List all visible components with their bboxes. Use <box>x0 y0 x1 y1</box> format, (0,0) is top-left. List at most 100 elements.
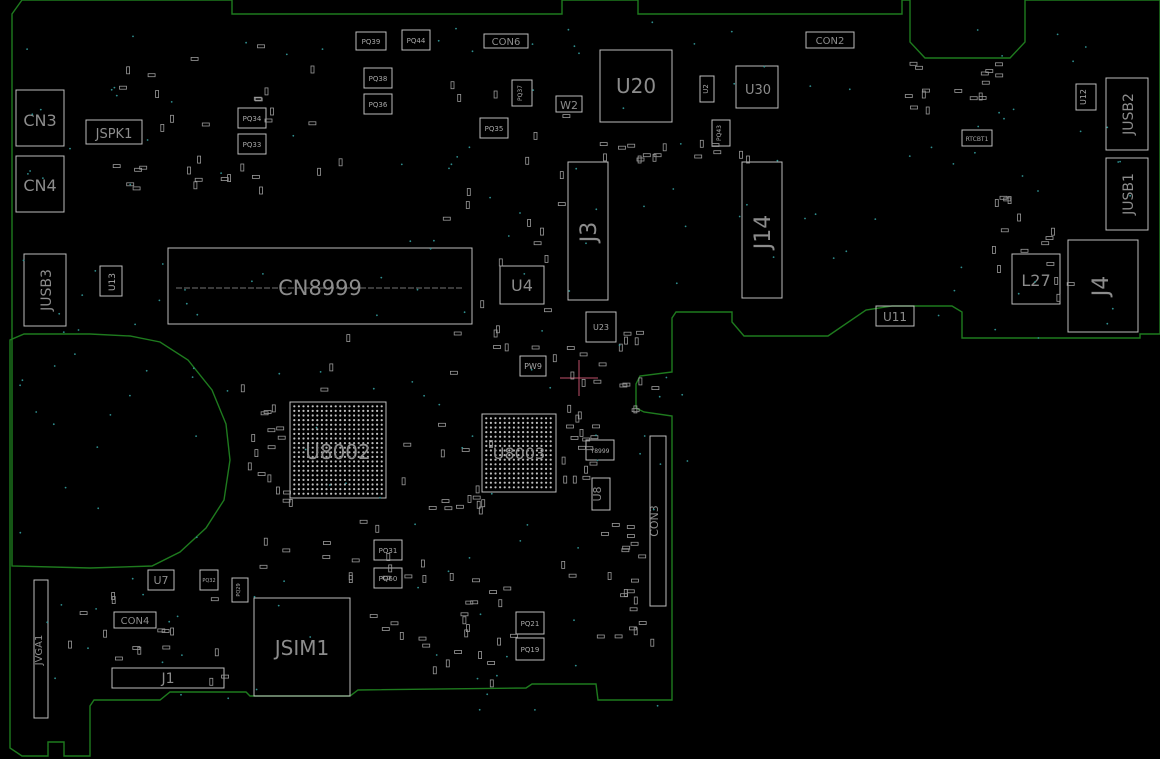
pq43-label: PQ43 <box>716 125 723 141</box>
rtcbt1-label: RTCBT1 <box>966 136 989 143</box>
w2-label: W2 <box>560 99 578 112</box>
pq29-label: PQ29 <box>236 583 242 596</box>
u23-chip[interactable] <box>585 311 617 343</box>
u8-label: U8 <box>591 486 604 501</box>
u8003-label: U8003 <box>493 444 545 463</box>
u8003-chip[interactable] <box>481 413 557 493</box>
pq31-label: PQ31 <box>379 547 398 555</box>
jspk1-label: JSPK1 <box>95 127 133 142</box>
pq29-part[interactable] <box>231 577 249 603</box>
pq38-part[interactable] <box>363 67 393 89</box>
jusb3-connector[interactable] <box>23 253 67 327</box>
pq21-part[interactable] <box>515 611 545 635</box>
jusb1-connector[interactable] <box>1105 157 1149 231</box>
u7-chip[interactable] <box>147 569 175 591</box>
cn4-label: CN4 <box>23 176 56 195</box>
jusb1-label: JUSB1 <box>1121 173 1137 216</box>
pq44-part[interactable] <box>401 29 431 51</box>
cn8999-label: CN8999 <box>278 276 362 300</box>
pw9-part[interactable] <box>519 355 547 377</box>
con4-connector[interactable] <box>113 611 157 629</box>
u8002-chip[interactable] <box>289 401 387 499</box>
u4-label: U4 <box>511 276 533 295</box>
jvga1-label: JVGA1 <box>34 635 45 667</box>
u8-chip[interactable] <box>591 477 611 511</box>
via-dots <box>19 21 1131 711</box>
j4-connector[interactable] <box>1067 239 1139 333</box>
jvga1-connector[interactable] <box>33 579 49 719</box>
u20-chip[interactable] <box>599 49 673 123</box>
u2-label: U2 <box>702 84 710 94</box>
pq44-label: PQ44 <box>407 37 426 45</box>
pq60-part[interactable] <box>373 567 403 589</box>
jspk1-connector[interactable] <box>85 119 143 145</box>
pq34-part[interactable] <box>237 107 267 129</box>
u8002-ball-grid <box>293 405 383 495</box>
u7-label: U7 <box>153 574 168 587</box>
l27-inductor[interactable] <box>1011 253 1061 305</box>
con6-label: CON6 <box>492 37 521 48</box>
u20-label: U20 <box>616 74 656 98</box>
pq39-part[interactable] <box>355 31 387 51</box>
y8999-label: Y8999 <box>590 448 610 455</box>
jusb3-label: JUSB3 <box>39 269 55 312</box>
cn4-connector[interactable] <box>15 155 65 213</box>
j14-connector[interactable] <box>741 161 783 299</box>
pw9-label: PW9 <box>524 362 542 371</box>
u12-label: U12 <box>1079 89 1088 105</box>
smd-passives <box>68 44 1075 688</box>
pq43-part[interactable] <box>711 119 731 147</box>
con3-connector[interactable] <box>649 435 667 607</box>
rtcbt1-part[interactable] <box>961 129 993 147</box>
j14-label: J14 <box>751 215 776 251</box>
con4-label: CON4 <box>121 616 150 627</box>
pq35-label: PQ35 <box>485 125 504 133</box>
cn3-label: CN3 <box>23 111 56 130</box>
pq37-part[interactable] <box>511 79 533 107</box>
pq36-part[interactable] <box>363 93 393 115</box>
u30-chip[interactable] <box>735 65 779 109</box>
pq33-part[interactable] <box>237 133 267 155</box>
u12-chip[interactable] <box>1075 83 1097 111</box>
pq19-part[interactable] <box>515 637 545 661</box>
pq33-label: PQ33 <box>243 141 262 149</box>
pq35-part[interactable] <box>479 117 509 139</box>
j3-connector[interactable] <box>567 161 609 301</box>
u8003-ball-grid <box>485 417 552 489</box>
u4-chip[interactable] <box>499 265 545 305</box>
con2-connector[interactable] <box>805 31 855 49</box>
u23-label: U23 <box>593 323 609 332</box>
j1-label: J1 <box>160 671 174 687</box>
pq32-label: PQ32 <box>202 578 215 584</box>
u13-chip[interactable] <box>99 265 123 297</box>
jsim1-slot[interactable] <box>253 597 351 697</box>
board-outline <box>9 0 1160 757</box>
jusb2-connector[interactable] <box>1105 77 1149 151</box>
pq31-part[interactable] <box>373 539 403 561</box>
pq32-part[interactable] <box>199 569 219 591</box>
u8002-label: U8002 <box>305 440 371 464</box>
u2-chip[interactable] <box>699 75 715 103</box>
j4-label: J4 <box>1089 276 1114 299</box>
jsim1-label: JSIM1 <box>273 636 329 660</box>
pq21-label: PQ21 <box>521 620 540 628</box>
pq37-label: PQ37 <box>517 85 524 101</box>
u30-label: U30 <box>745 83 771 98</box>
w2-part[interactable] <box>555 95 583 113</box>
u11-chip[interactable] <box>875 305 915 327</box>
cn8999-connector[interactable] <box>167 247 473 325</box>
pq19-label: PQ19 <box>521 646 540 654</box>
jusb2-label: JUSB2 <box>1121 93 1137 136</box>
con2-label: CON2 <box>816 36 845 47</box>
u13-label: U13 <box>108 273 118 291</box>
pq36-label: PQ36 <box>369 101 388 109</box>
con6-connector[interactable] <box>483 33 529 49</box>
pq34-label: PQ34 <box>243 115 262 123</box>
pq38-label: PQ38 <box>369 75 388 83</box>
cn3-connector[interactable] <box>15 89 65 147</box>
pq39-label: PQ39 <box>362 38 381 46</box>
j3-label: J3 <box>577 222 602 245</box>
u11-label: U11 <box>883 310 907 324</box>
